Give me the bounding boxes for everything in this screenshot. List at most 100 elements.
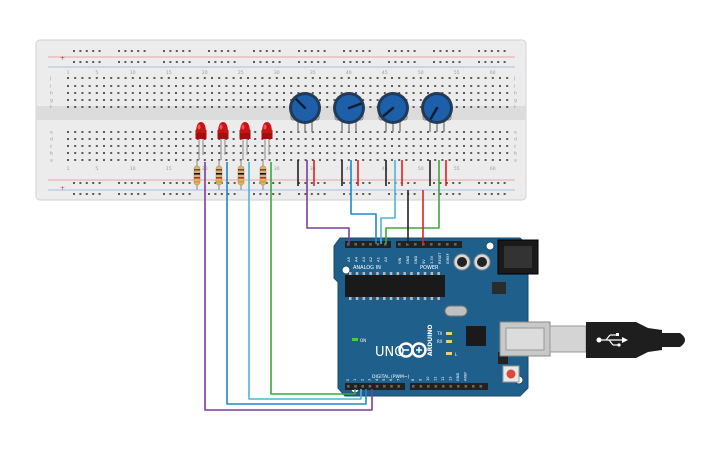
terminal-hole: [232, 92, 235, 94]
resistor[interactable]: [215, 160, 223, 190]
terminal-hole: [290, 131, 293, 133]
rail-hole: [92, 193, 95, 195]
breadboard[interactable]: 1155101015152020252530303535404045455050…: [35, 39, 527, 201]
terminal-hole: [506, 131, 509, 133]
wire-led3-lightblue[interactable]: [248, 162, 362, 400]
wire-pot1-purple[interactable]: [306, 160, 350, 244]
resistor[interactable]: [259, 160, 267, 190]
terminal-hole: [326, 152, 329, 154]
terminal-hole: [484, 145, 487, 147]
terminal-hole: [232, 77, 235, 79]
digital-pin-label: 10: [426, 376, 430, 381]
resistor[interactable]: [193, 160, 201, 190]
terminal-hole: [441, 138, 444, 140]
column-number: 60: [490, 166, 496, 172]
rail-hole: [220, 193, 223, 195]
power-pin-label: 5V: [422, 259, 426, 264]
rail-hole: [92, 61, 95, 63]
terminal-hole: [88, 92, 91, 94]
wire-led2-blue[interactable]: [226, 162, 367, 405]
rail-hole: [79, 50, 82, 52]
rail-hole: [175, 193, 178, 195]
resistor[interactable]: [237, 160, 245, 190]
terminal-hole: [254, 145, 257, 147]
terminal-hole: [81, 92, 84, 94]
rail-hole: [143, 193, 146, 195]
rail-hole: [343, 50, 345, 52]
terminal-hole: [160, 159, 163, 161]
terminal-hole: [275, 138, 278, 140]
rail-hole: [452, 61, 455, 63]
terminal-hole: [160, 99, 163, 101]
potentiometer[interactable]: [289, 92, 321, 132]
terminal-hole: [333, 77, 336, 79]
rail-hole: [439, 61, 442, 63]
wire-pot2-blue[interactable]: [350, 160, 377, 244]
potentiometer-knob-indicator: [295, 98, 307, 110]
terminal-hole: [383, 138, 386, 140]
terminal-hole: [412, 99, 415, 101]
terminal-hole: [405, 77, 408, 79]
usb-cable[interactable]: [549, 322, 685, 358]
terminal-hole: [225, 99, 228, 101]
led-red[interactable]: [217, 122, 229, 160]
terminal-hole: [232, 138, 235, 140]
rail-hole: [259, 61, 262, 63]
wire-pot3-lightblue[interactable]: [380, 160, 396, 244]
rail-hole: [253, 182, 255, 184]
terminal-hole: [160, 106, 163, 108]
terminal-hole: [470, 106, 473, 108]
terminal-hole: [153, 85, 156, 87]
column-number: 5: [95, 70, 98, 76]
wire-led1-purple[interactable]: [204, 162, 373, 411]
terminal-hole: [319, 85, 321, 87]
led-red[interactable]: [239, 122, 251, 160]
terminal-hole: [254, 106, 257, 108]
terminal-hole: [110, 152, 113, 154]
terminal-hole: [319, 138, 321, 140]
reset-button-cap[interactable]: [506, 369, 516, 379]
terminal-hole: [304, 85, 307, 87]
terminal-hole: [254, 159, 257, 161]
terminal-hole: [311, 138, 314, 140]
wire-pot4-green[interactable]: [385, 160, 440, 244]
rail-hole: [310, 50, 313, 52]
terminal-hole: [203, 99, 206, 101]
terminal-hole: [405, 138, 408, 140]
rail-hole: [169, 182, 172, 184]
rail-hole: [368, 193, 371, 195]
led-red[interactable]: [261, 122, 273, 160]
rail-hole: [497, 61, 500, 63]
terminal-hole: [211, 145, 213, 147]
potentiometer[interactable]: [377, 92, 409, 132]
terminal-hole: [117, 131, 120, 133]
terminal-hole: [355, 152, 357, 154]
terminal-hole: [175, 138, 177, 140]
rail-hole: [227, 61, 230, 63]
potentiometer[interactable]: [421, 92, 453, 132]
wire-led4-green[interactable]: [270, 162, 356, 395]
rail-hole: [98, 193, 101, 195]
terminal-hole: [398, 145, 401, 147]
mounting-hole: [341, 265, 351, 275]
terminal-hole: [326, 159, 329, 161]
terminal-hole: [110, 92, 113, 94]
rail-hole: [503, 61, 506, 63]
rail-hole: [458, 50, 461, 52]
rail-hole: [503, 193, 506, 195]
terminal-hole: [283, 99, 285, 101]
rail-hole: [73, 193, 75, 195]
rail-hole: [92, 50, 95, 52]
rail-hole: [452, 50, 455, 52]
potentiometer-knob-indicator: [347, 102, 362, 110]
terminal-hole: [110, 145, 113, 147]
rail-hole: [497, 50, 500, 52]
led-red[interactable]: [195, 122, 207, 160]
terminal-hole: [419, 77, 422, 79]
rail-hole: [253, 193, 255, 195]
potentiometer[interactable]: [333, 92, 365, 132]
terminal-hole: [333, 131, 336, 133]
terminal-hole: [319, 99, 321, 101]
terminal-hole: [455, 131, 458, 133]
